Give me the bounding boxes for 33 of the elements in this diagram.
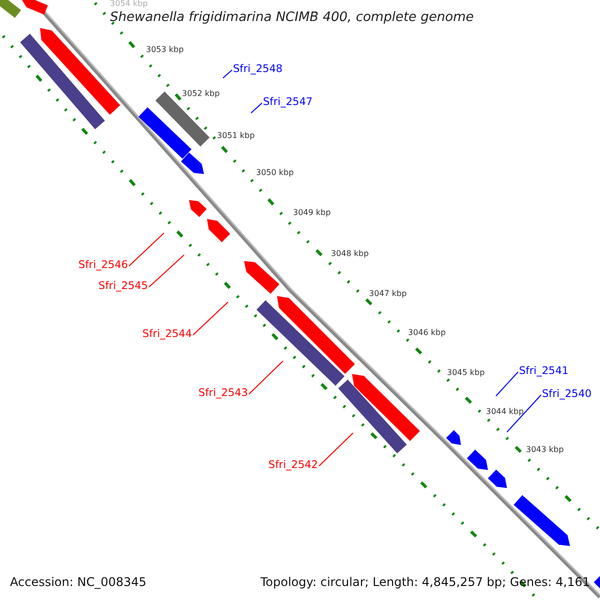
tick-label: 3049 kbp <box>293 209 331 217</box>
tick-label: 3053 kbp <box>146 46 184 54</box>
tick-label: 3047 kbp <box>369 290 407 298</box>
leader-line <box>222 70 232 78</box>
tick-label: 3046 kbp <box>408 329 446 337</box>
gene-label: Sfri_2546 <box>78 260 128 270</box>
gene-label: Sfri_2540 <box>542 389 592 400</box>
gene-label: Sfri_2547 <box>263 97 313 108</box>
footer-text: Accession: NC_008345 <box>10 576 146 588</box>
title: Shewanella frigidimarina NCIMB 400, complete genome <box>110 11 474 24</box>
tick-label: 3048 kbp <box>331 250 369 258</box>
leader-line <box>250 102 262 114</box>
tick-label: 3044 kbp <box>486 408 524 416</box>
leader-line <box>496 372 518 396</box>
leader-line <box>192 302 228 336</box>
leader-line <box>248 360 284 394</box>
leader-line <box>128 232 164 266</box>
gene-label: Sfri_2544 <box>142 329 192 340</box>
gene-label: Sfri_2545 <box>98 281 148 292</box>
gene-label: Sfri_2541 <box>519 366 569 376</box>
tick-label: 3051 kbp <box>217 132 255 140</box>
leader-line <box>148 254 184 288</box>
tick-label: 3050 kbp <box>256 169 294 177</box>
gene-label: Sfri_2542 <box>268 460 318 470</box>
leader-line <box>318 432 354 466</box>
gene-label: Sfri_2543 <box>198 388 248 398</box>
footer-text: Topology: circular; Length: 4,845,257 bp; Genes: 4,161 <box>260 576 590 588</box>
tick-label: 3054 kbp <box>110 0 148 8</box>
tick-label: 3043 kbp <box>526 446 564 454</box>
leader-line <box>506 394 542 432</box>
tick-label: 3045 kbp <box>447 369 485 377</box>
gene-label: Sfri_2548 <box>233 64 283 74</box>
tick-label: 3052 kbp <box>182 90 220 98</box>
